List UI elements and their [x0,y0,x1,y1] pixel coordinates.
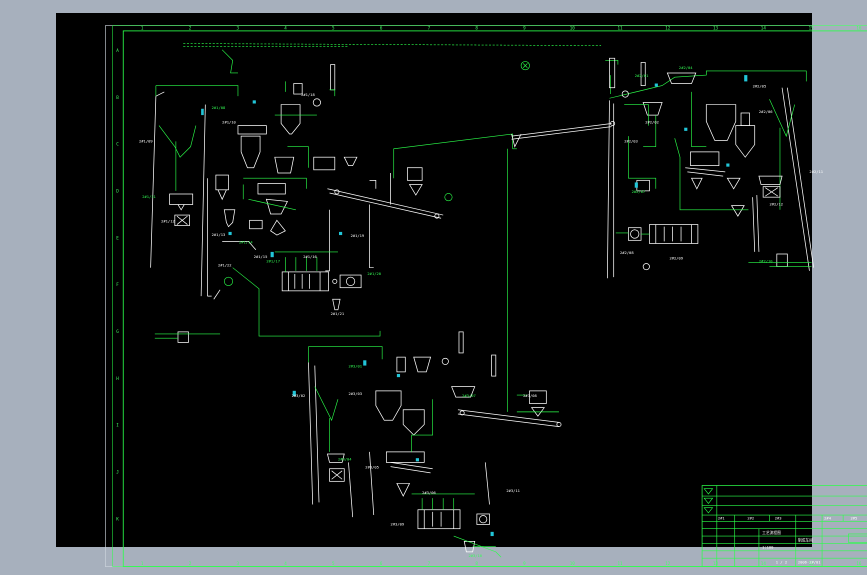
revision-header: 2#2 [747,516,754,521]
column-tick-label: 14 [761,25,767,30]
equipment-tag: 2#2/03 [624,138,638,143]
equipment-tag: 2#2/11 [809,169,823,174]
equipment-tag: 2#2/07 [632,189,646,194]
equipment-tag: 2#2/10 [759,258,773,263]
equipment-tag: 2#3/11 [506,488,520,493]
equipment-tag: 2#1/08 [212,105,226,110]
drawing-name: 制成车间 [798,537,813,542]
equipment-tag: 2#1/22 [218,263,232,268]
column-tick-label: 3 [236,25,239,30]
equipment-tag: 2#2/02 [645,120,659,125]
column-tick-label: 13 [713,25,719,30]
drawing-border [122,30,867,568]
row-tick-label: B [116,95,119,100]
equipment-tag: 2#3/08 [523,393,537,398]
column-tick-label: 7 [428,25,431,30]
equipment-tag: 2#1/21 [331,311,345,316]
equipment-tag: 2#3/07 [462,393,476,398]
row-tick-label: A [116,48,119,53]
column-tick-label: 5 [332,25,335,30]
equipment-tag: 2#3/10 [468,553,482,558]
equipment-tag: 2#2/05 [753,84,767,89]
equipment-tag: 2#2/06 [759,109,773,114]
column-tick-labels: 1122334455667788991010111112121313141415… [141,25,862,566]
equipment-tag: 2#2/04 [679,65,693,70]
equipment-tag: 2#2/01 [635,73,649,78]
equipment-tag-labels: 2#1/08 2#1/09 2#1/10 2#1/11 2#1/12 2#1/13 2#1/… [139,65,824,558]
equipment-tag: 2#3/01 [348,364,362,369]
column-tick-label: 4 [284,25,287,30]
equipment-tag: 2#2/12 [769,202,783,207]
equipment-tag: 2#1/12 [161,218,175,223]
link-line-1-3 [507,148,517,412]
row-tick-label: K [116,516,119,521]
equipment-tag: 2#1/10 [222,120,236,125]
equipment-tag: 2#1/11 [142,194,156,199]
row-tick-label: F [116,282,119,287]
equipment-tag: 2#1/16 [303,254,317,259]
column-tick-label: 9 [523,25,526,30]
column-tick-label: 1 [141,25,144,30]
title-block: 2#1 2#2 2#3 2#4 2#5 工艺流程图 制成车间 1:100 1 /… [701,485,867,567]
equipment-tag: 2#2/08 [620,250,634,255]
column-tick-label: 16 [856,25,862,30]
column-tick-label: 11 [617,25,623,30]
equipment-tag: 2#1/15 [254,254,268,259]
row-tick-label: C [116,142,119,147]
equipment-tag: 2#3/04 [338,456,352,461]
equipment-tag: 2#3/09 [391,522,405,527]
equipment-tag: 2#1/18 [301,92,315,97]
equipment-tag: 2#3/05 [365,465,379,470]
cad-drawing-sheet: 1122334455667788991010111112121313141415… [105,25,867,568]
process-unit-3 [292,331,562,558]
drawing-scale: 1:100 [762,545,774,550]
revision-header: 2#1 [718,516,726,521]
equipment-tag: 2#1/09 [139,138,153,143]
equipment-tag: 2#1/20 [367,271,381,276]
row-tick-label: J [116,469,119,474]
equipment-tag: 2#1/13 [212,232,226,237]
process-unit-2 [605,57,815,279]
equipment-tag: 2#1/14 [239,239,253,244]
column-tick-label: 6 [380,25,383,30]
row-tick-label: D [116,188,119,193]
revision-header: 2#4 [824,516,832,521]
column-tick-label: 15 [809,25,815,30]
row-tick-label: I [116,423,119,428]
row-tick-label: E [116,235,119,240]
equipment-tag: 2#1/17 [266,258,280,263]
column-tick-label: 2 [189,25,192,30]
equipment-tag: 2#2/09 [669,255,683,260]
equipment-tag: 2#3/06 [422,490,436,495]
row-tick-label: G [116,329,119,334]
process-unit-1 [150,43,602,343]
equipment-tag: 2#3/02 [292,393,306,398]
row-tick-labels: AABBCCDDEEFFGGHHIIJJKK [116,48,119,521]
column-tick-label: 12 [665,25,671,30]
column-tick-label: 8 [475,25,478,30]
revision-header: 2#5 [850,516,857,521]
project-name: 工艺流程图 [762,530,781,535]
equipment-tag: 2#3/03 [348,391,362,396]
row-tick-label: H [116,376,119,381]
equipment-tag: 2#1/19 [351,233,365,238]
column-tick-label: 10 [570,25,576,30]
transfer-conveyor-1-2 [511,123,612,148]
revision-header: 2#3 [775,516,782,521]
